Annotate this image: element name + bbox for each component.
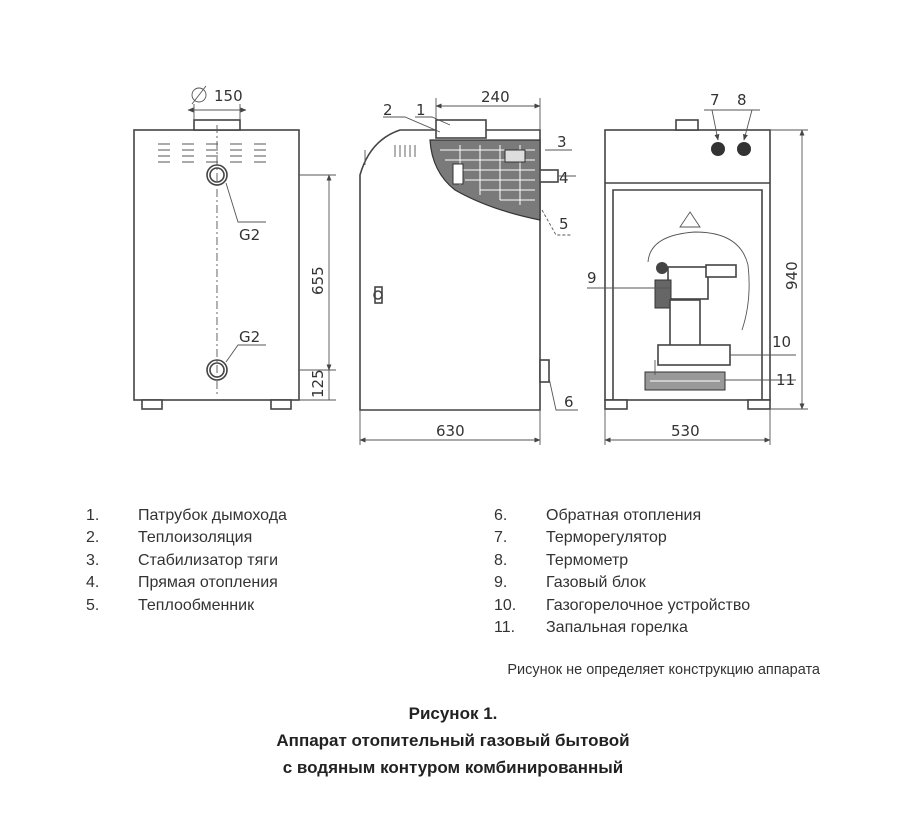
dim-height-655: 655 (309, 266, 327, 295)
callout-2: 2 (383, 101, 393, 119)
label-g2-bottom: G2 (239, 328, 260, 346)
legend-item: 3.Стабилизатор тяги (86, 551, 279, 569)
legend-item: 10.Газогорелочное устройство (494, 596, 751, 614)
technical-drawing: 150 G2 G2 655 125 (133, 85, 808, 445)
dim-height-940: 940 (783, 261, 801, 290)
legend-item: 2.Теплоизоляция (86, 529, 253, 547)
thermoregulator-knob (711, 142, 725, 156)
gas-unit-assembly (644, 231, 750, 391)
side-view: 240 630 2 1 3 4 5 6 (359, 88, 578, 445)
figure-title-line1: Аппарат отопительный газовый бытовой (276, 731, 630, 750)
dim-width-630: 630 (436, 422, 465, 440)
callout-11: 11 (776, 371, 795, 389)
rear-vent-grille (158, 143, 266, 163)
legend-item: 11.Запальная горелка (494, 618, 688, 636)
callout-6: 6 (564, 393, 574, 411)
callout-8: 8 (737, 91, 747, 109)
legend-item: 1.Патрубок дымохода (86, 507, 287, 524)
dim-flue-diameter: 150 (214, 87, 243, 105)
dim-depth-240: 240 (481, 88, 510, 106)
callout-3: 3 (557, 133, 567, 151)
callout-5: 5 (559, 215, 569, 233)
legend-item: 4.Прямая отопления (86, 574, 278, 592)
figure-number: Рисунок 1. (408, 704, 498, 723)
legend-item: 8.Термометр (494, 551, 629, 569)
label-g2-top: G2 (239, 226, 260, 244)
legend-item: 7.Терморегулятор (494, 529, 667, 547)
front-view: 7 8 9 10 11 940 530 (587, 91, 808, 445)
callout-7: 7 (710, 91, 720, 109)
dim-width-530: 530 (671, 422, 700, 440)
legend-item: 6.Обратная отопления (494, 507, 702, 524)
dim-height-125: 125 (309, 369, 327, 398)
legend-left: 1.Патрубок дымохода 2.Теплоизоляция 3.Ст… (86, 505, 426, 617)
heat-exchanger (429, 139, 541, 221)
callout-4: 4 (559, 169, 569, 187)
rear-view: 150 G2 G2 655 125 (133, 85, 336, 410)
disclaimer-note: Рисунок не определяет конструкцию аппара… (507, 662, 820, 678)
figure-title-line2: с водяным контуром комбинированный (282, 758, 624, 777)
callout-10: 10 (772, 333, 791, 351)
legend-item: 9.Газовый блок (494, 574, 646, 592)
callout-9: 9 (587, 269, 597, 287)
callout-1: 1 (416, 101, 426, 119)
thermometer-dial (737, 142, 751, 156)
legend-item: 5.Теплообменник (86, 596, 255, 614)
legend-right: 6.Обратная отопления 7.Терморегулятор 8.… (494, 505, 834, 639)
